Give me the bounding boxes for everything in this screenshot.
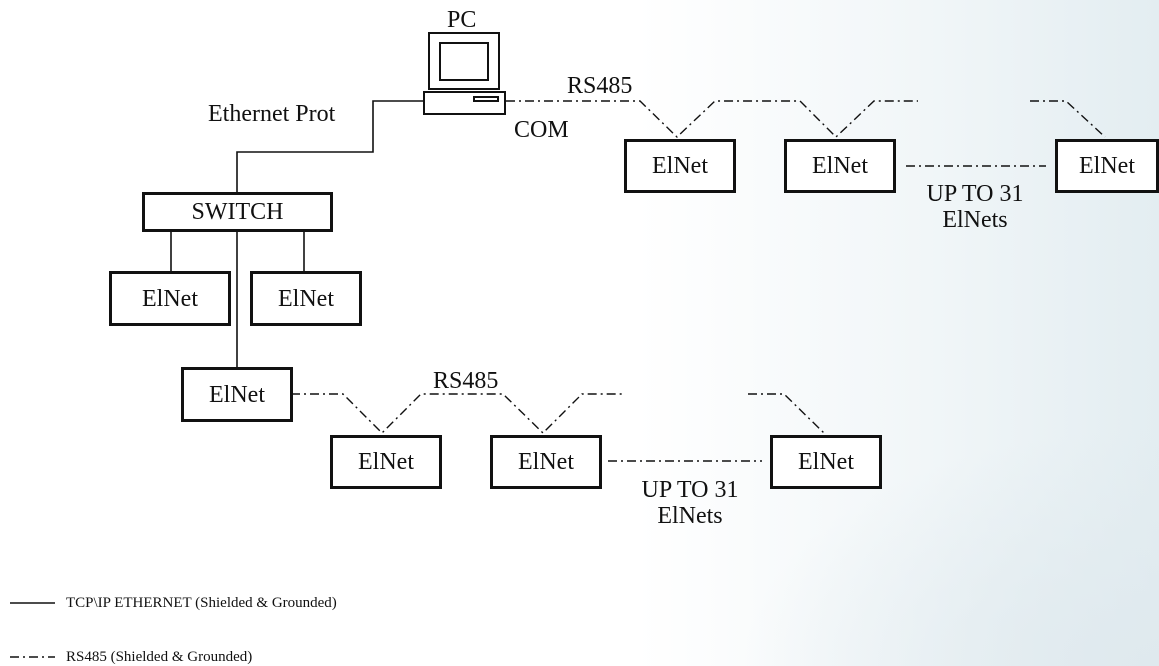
up-to-31-bottom: UP TO 31 ElNets [625,477,755,529]
elnet-node-bottom-last: ElNet [770,435,882,489]
legend-rs485-text: RS485 (Shielded & Grounded) [66,649,253,665]
elnet-node-bottom-1: ElNet [330,435,442,489]
switch-label: SWITCH [191,199,284,225]
elnet-node-switch-2: ElNet [250,271,362,326]
elnet-node-switch-3: ElNet [181,367,293,422]
rs485-lines [291,100,1106,462]
elnet-label: ElNet [518,449,574,475]
elnet-label: ElNet [142,285,198,312]
pc-label: PC [447,7,477,33]
ethernet-lines [170,100,424,367]
elnet-node-bottom-2: ElNet [490,435,602,489]
switch-box: SWITCH [142,192,333,232]
up-to-31-top-line2: ElNets [942,207,1008,233]
elnet-label: ElNet [798,449,854,475]
ethernet-port-label: Ethernet Prot [208,101,336,127]
pc-icon [423,32,506,115]
up-to-31-top-line1: UP TO 31 [926,181,1024,207]
elnet-node-top-last: ElNet [1055,139,1159,193]
elnet-node-top-2: ElNet [784,139,896,193]
rs485-bottom-label: RS485 [433,368,499,394]
elnet-label: ElNet [812,153,868,179]
elnet-node-top-1: ElNet [624,139,736,193]
up-to-31-top: UP TO 31 ElNets [910,181,1040,233]
up-to-31-bottom-line2: ElNets [657,503,723,529]
elnet-label: ElNet [358,449,414,475]
up-to-31-bottom-line1: UP TO 31 [641,477,739,503]
elnet-label: ElNet [209,381,265,408]
elnet-label: ElNet [278,285,334,312]
elnet-label: ElNet [1079,153,1135,179]
legend-ethernet-text: TCP\IP ETHERNET (Shielded & Grounded) [66,595,337,611]
com-label: COM [514,117,569,143]
elnet-label: ElNet [652,153,708,179]
rs485-top-label: RS485 [567,73,633,99]
elnet-node-switch-1: ElNet [109,271,231,326]
